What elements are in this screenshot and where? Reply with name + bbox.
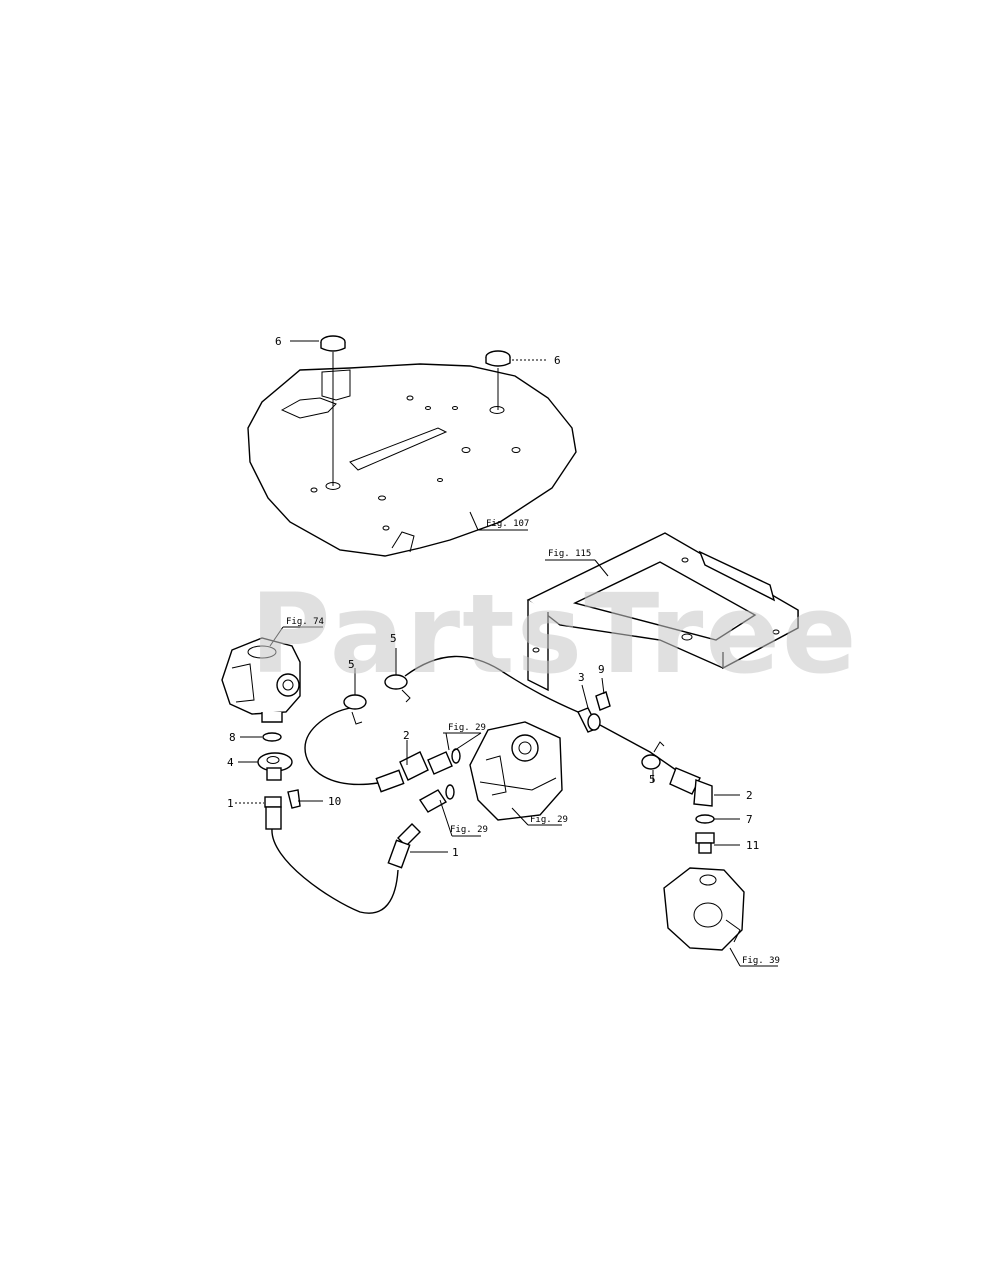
callout-5: 5 xyxy=(649,773,656,786)
straight-fitting xyxy=(427,748,461,775)
fig-ref-39: Fig. 39 xyxy=(742,956,780,966)
callout-2: 2 xyxy=(403,729,410,742)
callout-2: 2 xyxy=(746,789,753,802)
hydraulic-tank xyxy=(221,637,301,723)
adapter-flange xyxy=(257,752,293,781)
fig-ref-107: Fig. 107 xyxy=(486,519,529,529)
callout-5: 5 xyxy=(390,632,397,645)
hose-end-fitting xyxy=(387,823,421,869)
hydraulic-hose xyxy=(599,724,677,771)
callout-6: 6 xyxy=(275,335,282,348)
bolt xyxy=(595,691,611,711)
callout-4: 4 xyxy=(227,756,234,769)
bolt xyxy=(287,789,301,809)
adapter-fitting xyxy=(695,832,715,854)
elbow-fitting xyxy=(418,784,455,813)
elbow-fitting xyxy=(669,767,713,807)
callout-9: 9 xyxy=(598,663,605,676)
hose-coupler xyxy=(375,751,429,793)
hydraulic-hose xyxy=(404,655,579,713)
hose-clamp xyxy=(641,741,665,770)
fig-ref-29: Fig. 29 xyxy=(448,723,486,733)
hose-clamp xyxy=(343,694,367,725)
fig-ref-115: Fig. 115 xyxy=(548,549,591,559)
control-valve xyxy=(663,867,745,951)
fig-ref-74: Fig. 74 xyxy=(286,617,324,627)
fig-ref-29: Fig. 29 xyxy=(530,815,568,825)
frame-bracket xyxy=(526,532,799,692)
callout-1: 1 xyxy=(452,846,459,859)
hose-end-fitting xyxy=(264,796,282,830)
hydraulic-hose xyxy=(271,828,399,914)
hose-clip xyxy=(577,707,601,733)
callout-3: 3 xyxy=(578,671,585,684)
callout-7: 7 xyxy=(746,813,753,826)
callout-5: 5 xyxy=(348,658,355,671)
callout-11: 11 xyxy=(746,839,759,852)
hydraulic-hose xyxy=(304,707,379,785)
watermark: PartsTree xyxy=(250,570,859,698)
callout-1: 1 xyxy=(227,797,234,810)
grommet xyxy=(320,335,346,352)
callout-6: 6 xyxy=(554,354,561,367)
hydraulic-pump xyxy=(469,721,563,821)
o-ring xyxy=(262,732,282,742)
grommet xyxy=(485,350,511,367)
callout-8: 8 xyxy=(229,731,236,744)
fig-ref-29: Fig. 29 xyxy=(450,825,488,835)
o-ring xyxy=(695,814,715,824)
callout-10: 10 xyxy=(328,795,341,808)
deck-plate xyxy=(247,363,577,557)
